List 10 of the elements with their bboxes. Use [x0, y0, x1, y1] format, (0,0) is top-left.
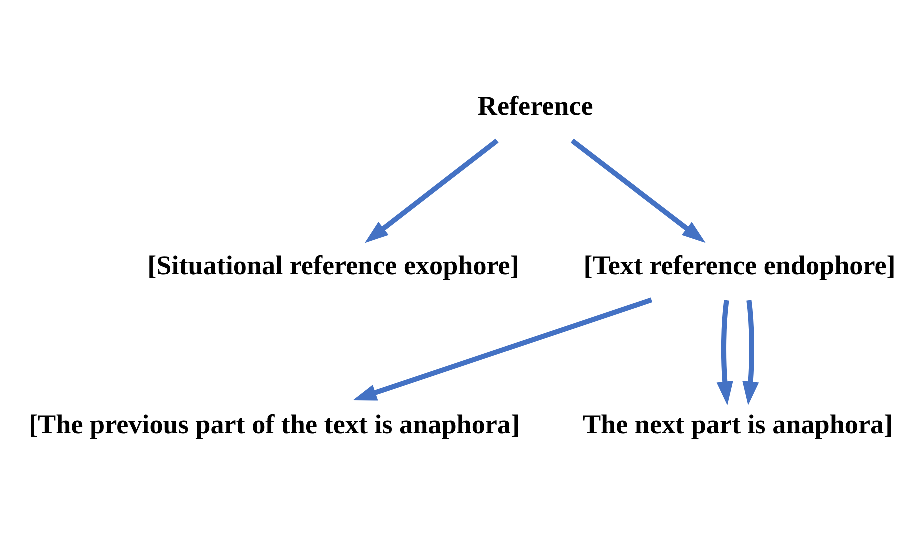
arrow [364, 138, 499, 244]
arrow [353, 298, 653, 401]
arrow [742, 300, 760, 406]
node-text: The next part is anaphora] [582, 409, 894, 440]
node-text: [The previous part of the text is anaphora] [29, 409, 520, 440]
node-text: Reference [478, 91, 594, 122]
node-text: [Text reference endophore] [584, 250, 896, 280]
arrow [570, 138, 706, 244]
node-text: [Situational reference exophore] [148, 250, 520, 280]
arrow [716, 300, 734, 406]
